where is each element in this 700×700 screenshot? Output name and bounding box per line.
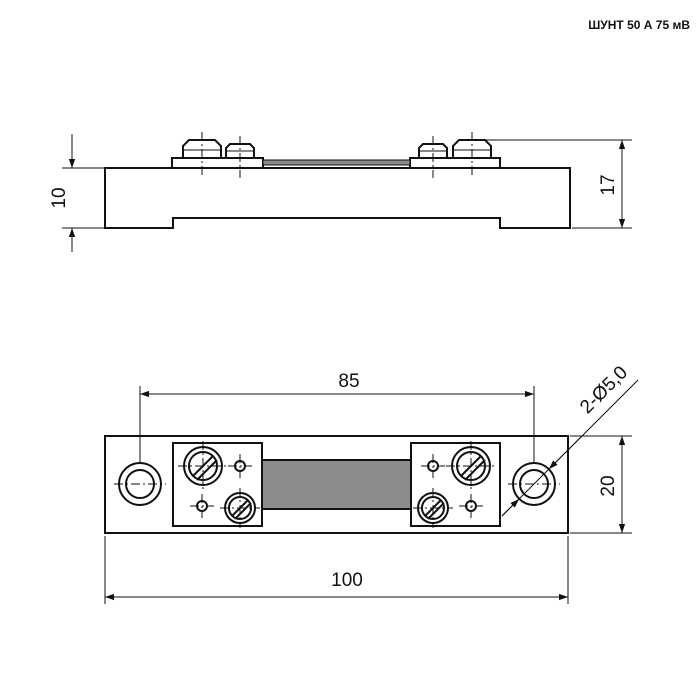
top-shunt-strip: [261, 459, 412, 510]
left-mounting-hole: [114, 462, 166, 506]
left-terminal-small-hole: [228, 454, 252, 478]
dim-total-height-label: 17: [598, 174, 619, 195]
dim-side-height: 10: [49, 134, 104, 252]
dim-hole-spacing-label: 85: [338, 371, 359, 392]
right-terminal-small-screw: [413, 488, 453, 528]
dim-length-label: 100: [331, 570, 363, 591]
side-view: 10 17: [49, 132, 632, 252]
side-left-terminal: [171, 157, 264, 169]
top-base-plate: [104, 435, 569, 534]
dim-hole-diameter-label: 2-Ø5,0: [576, 362, 632, 418]
dim-width-label: 20: [598, 475, 619, 496]
dim-length: 100: [104, 536, 569, 604]
side-base-body: [104, 167, 571, 229]
dim-total-height: 17: [478, 139, 632, 229]
top-view: 85 2-Ø5,0 20 100: [104, 362, 639, 604]
left-terminal-small-hole-2: [190, 494, 214, 518]
side-shunt-strip: [262, 159, 411, 166]
right-terminal-small-hole-2: [459, 494, 483, 518]
dim-hole-spacing: 85: [139, 371, 535, 462]
dim-width: 20: [570, 435, 632, 534]
right-terminal-small-hole: [421, 454, 445, 478]
drawing-title: ШУНТ 50 А 75 мВ: [588, 18, 690, 32]
right-terminal-big-screw: [446, 441, 496, 491]
left-terminal-small-screw: [220, 488, 260, 528]
left-terminal-big-screw: [178, 441, 228, 491]
dim-side-height-label: 10: [49, 187, 70, 208]
side-right-terminal: [409, 157, 501, 169]
